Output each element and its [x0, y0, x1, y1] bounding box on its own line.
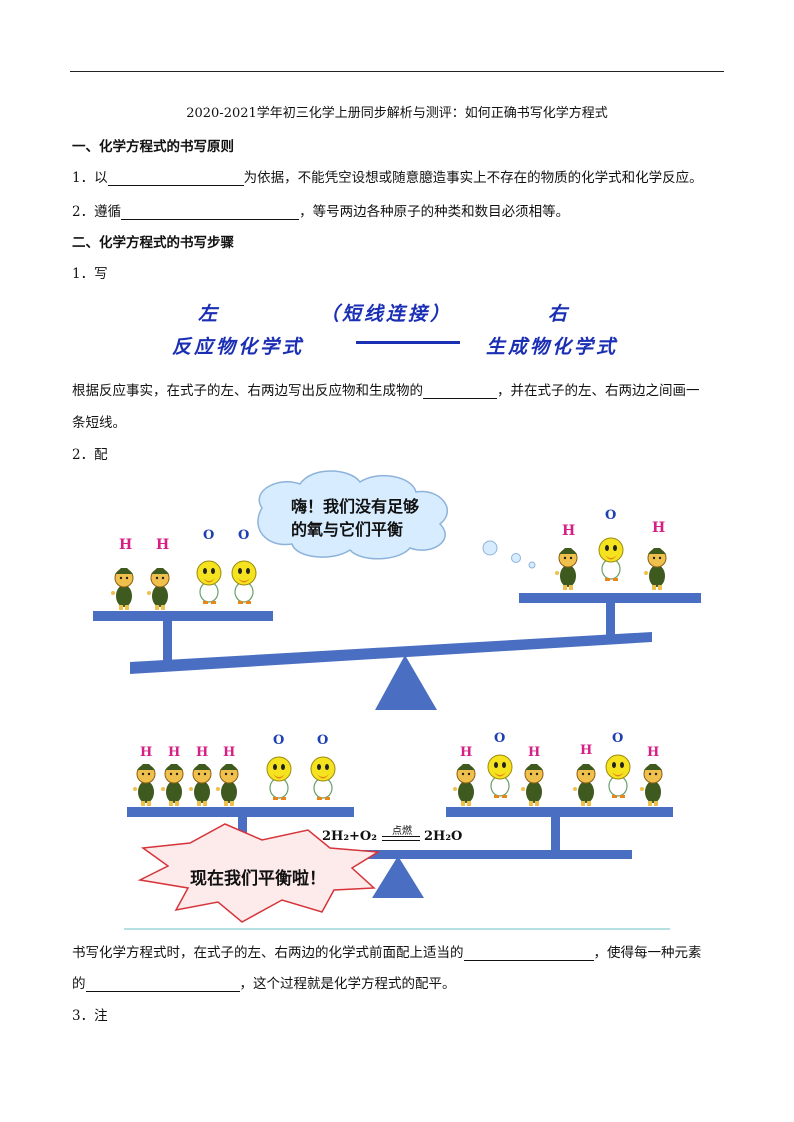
starburst-text: 现在我们平衡啦！	[190, 869, 326, 889]
o-label: O	[273, 733, 285, 748]
h-label: H	[580, 743, 593, 758]
h-label: H	[168, 745, 181, 760]
top-left-h-molecule-1	[110, 567, 134, 611]
top-left-o-molecule-2	[231, 560, 257, 605]
principle-1: 1．以 为依据，不能凭空设想或随意臆造事实上不存在的物质的化学式和化学反应。	[72, 166, 703, 186]
h-label: H	[223, 745, 236, 760]
bottom-right-platform	[446, 807, 673, 817]
bottom-beam	[180, 850, 632, 859]
bottom-right-post	[551, 815, 560, 853]
step-2-paragraph-line2: 的，这个过程就是化学方程式的配平。	[72, 976, 456, 992]
o-label: O	[317, 733, 329, 748]
o-label: O	[612, 731, 624, 746]
equation-left: 2H₂+O₂	[322, 829, 377, 844]
equation-right: 2H₂O	[424, 829, 463, 844]
h-label: H	[140, 745, 153, 760]
top-left-post	[163, 620, 172, 664]
bottom-left-h-1	[132, 763, 156, 807]
bottom-left-platform	[127, 807, 354, 817]
step-2-paragraph-line1: 书写化学方程式时，在式子的左、右两边的化学式前面配上适当的，使得每一种元素	[72, 945, 702, 961]
bottom-left-o-1	[266, 756, 292, 801]
o-label: O	[203, 528, 215, 543]
top-beam	[130, 632, 652, 674]
bottom-left-h-4	[215, 763, 239, 807]
bottom-right-o-1	[487, 754, 513, 799]
top-left-h-molecule-2	[146, 567, 170, 611]
blank-5[interactable]	[85, 976, 240, 992]
o-label: O	[605, 508, 617, 523]
blank-2[interactable]	[121, 204, 300, 220]
bottom-left-h-3	[188, 763, 212, 807]
section-2-heading: 二、化学方程式的书写步骤	[72, 235, 234, 251]
top-right-platform	[519, 593, 701, 603]
diagram-short-line	[356, 341, 460, 344]
top-right-h-molecule-1	[554, 547, 578, 591]
section-1-heading: 一、化学方程式的书写原则	[72, 139, 234, 155]
h-label: H	[196, 745, 209, 760]
diagram-product-label: 生成物化学式	[486, 336, 619, 358]
principle-1-text: 为依据，不能凭空设想或随意臆造事实上不存在的物质的化学式和化学反应。	[243, 170, 703, 186]
bottom-right-o-2	[605, 754, 631, 799]
step-1-paragraph-line2: 条短线。	[72, 415, 126, 431]
blank-4[interactable]	[463, 945, 594, 961]
diagram-right-label: 右	[548, 303, 571, 325]
bottom-right-h-1	[452, 763, 476, 807]
top-right-o-molecule	[598, 537, 624, 582]
top-right-h-molecule-2	[643, 547, 667, 591]
h-label: H	[156, 537, 170, 553]
starburst	[137, 823, 381, 923]
top-right-post	[606, 601, 615, 635]
h-label: H	[562, 523, 576, 539]
principle-2: 2．遵循 ，等号两边各种原子的种类和数目必须相等。	[72, 200, 569, 220]
top-left-platform	[93, 611, 273, 621]
principle-2-num: 2．遵循	[72, 204, 122, 220]
h-label: H	[460, 745, 473, 760]
diagram-middle-label: （短线连接）	[320, 303, 453, 325]
principle-2-text: ，等号两边各种原子的种类和数目必须相等。	[299, 204, 570, 220]
top-fulcrum	[375, 655, 437, 710]
o-label: O	[494, 731, 506, 746]
top-left-o-molecule-1	[196, 560, 222, 605]
diagram-reactant-label: 反应物化学式	[172, 336, 305, 358]
bottom-left-o-2	[310, 756, 336, 801]
h-label: H	[652, 520, 666, 536]
step-1-paragraph-line1: 根据反应事实，在式子的左、右两边写出反应物和生成物的，并在式子的左、右两边之间画…	[72, 383, 700, 399]
equation-line-top	[382, 836, 420, 837]
principle-1-num: 1．以	[72, 170, 108, 186]
h-label: H	[647, 745, 660, 760]
h-label: H	[528, 745, 541, 760]
equation-condition: 点燃	[392, 826, 412, 837]
h-label: H	[119, 537, 133, 553]
o-label: O	[238, 528, 250, 543]
bubble-text-line1: 嗨！我们没有足够	[291, 497, 420, 516]
bottom-right-h-4	[639, 763, 663, 807]
diagram-left-label: 左	[198, 303, 221, 325]
blank-1[interactable]	[107, 170, 244, 186]
bottom-fulcrum	[372, 856, 424, 898]
bottom-left-h-2	[160, 763, 184, 807]
header-rule	[70, 71, 724, 72]
bubble-text-line2: 的氧与它们平衡	[291, 520, 404, 539]
step-1-label: 1．写	[72, 266, 108, 282]
blank-3[interactable]	[423, 383, 497, 399]
step-3-label: 3．注	[72, 1008, 108, 1024]
equation-line-bottom	[382, 840, 420, 841]
thought-bubble	[257, 470, 448, 560]
page-title: 2020-2021学年初三化学上册同步解析与测评：如何正确书写化学方程式	[186, 106, 608, 121]
step-2-label: 2．配	[72, 447, 108, 463]
bottom-right-h-3	[572, 763, 596, 807]
bottom-right-h-2	[520, 763, 544, 807]
